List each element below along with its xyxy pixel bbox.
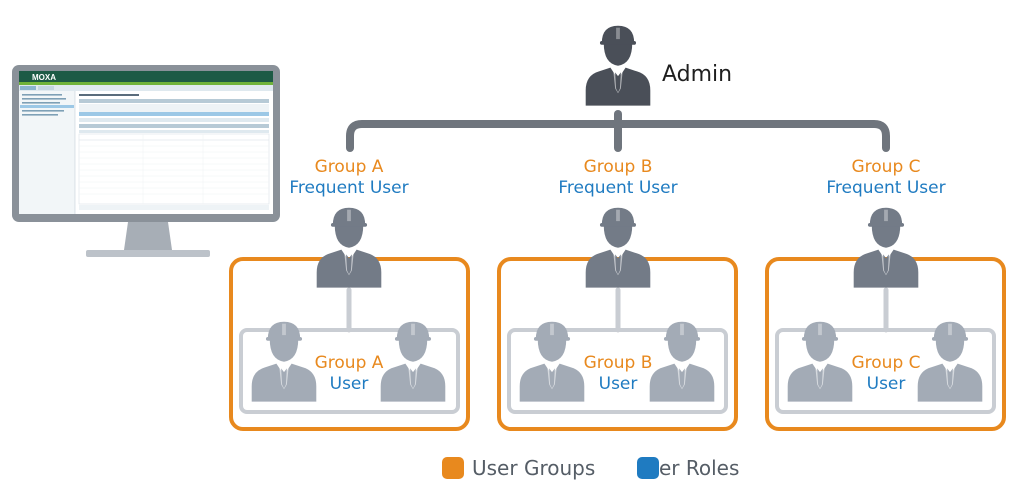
hierarchy-connectors (346, 110, 890, 333)
group-b-inner-title: Group B (583, 353, 653, 373)
group-a-user-right-icon (380, 321, 446, 402)
group-c-user-role: User (866, 374, 906, 394)
admin-label: Admin (662, 62, 733, 87)
group-b-user-role: User (598, 374, 638, 394)
group-a-inner-title: Group A (314, 353, 384, 373)
legend-user-roles-swatch (637, 457, 659, 479)
admin-person-icon (585, 25, 651, 106)
group-b-frequent-role: Frequent User (558, 178, 678, 198)
group-b-title: Group B (583, 157, 653, 177)
group-a-frequent-role: Frequent User (289, 178, 409, 198)
group-b-user-left-icon (519, 321, 585, 402)
legend-user-roles: er Roles (637, 456, 739, 480)
group-c-frequent-role: Frequent User (826, 178, 946, 198)
legend-user-roles-label: er Roles (659, 456, 740, 480)
group-c-frequent-user-icon (853, 207, 919, 288)
monitor-icon: MOXA (12, 65, 280, 257)
legend-user-groups-label: User Groups (472, 456, 596, 480)
monitor-logo-text: MOXA (32, 73, 56, 82)
group-b-frequent-user-icon (585, 207, 651, 288)
legend-user-groups-swatch (442, 457, 464, 479)
group-c-user-right-icon (917, 321, 983, 402)
group-a-user-role: User (329, 374, 369, 394)
group-a-user-left-icon (251, 321, 317, 402)
group-c-user-left-icon (787, 321, 853, 402)
group-a-frequent-user-icon (316, 207, 382, 288)
group-b-user-right-icon (649, 321, 715, 402)
group-a-title: Group A (314, 157, 384, 177)
legend-user-groups: User Groups (442, 456, 595, 480)
group-c-title: Group C (851, 157, 921, 177)
group-c-inner-title: Group C (851, 353, 921, 373)
